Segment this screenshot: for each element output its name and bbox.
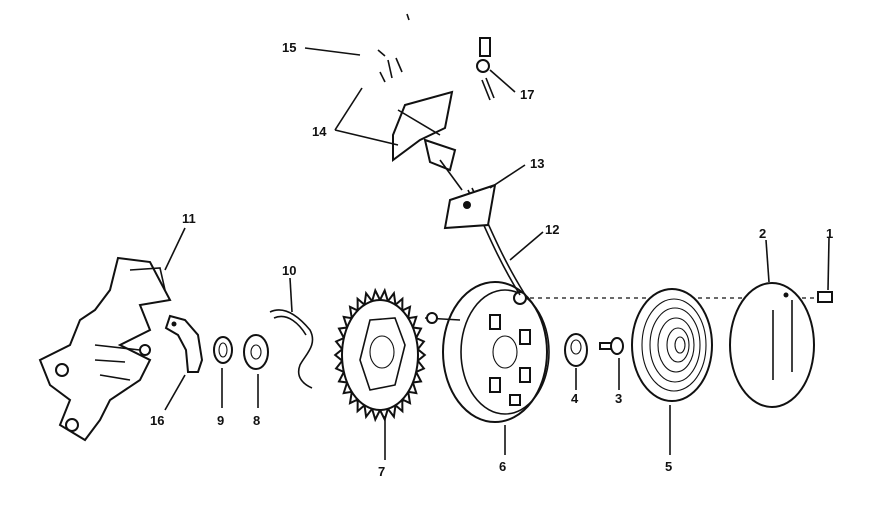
label-1: 1 <box>826 226 833 241</box>
label-11: 11 <box>182 211 196 226</box>
part-15-pins <box>377 13 410 83</box>
part-17-bolt <box>476 37 495 101</box>
part-9-clip <box>213 336 233 364</box>
part-11-bracket <box>38 256 172 442</box>
label-14: 14 <box>312 124 327 139</box>
part-2-cover <box>729 282 815 408</box>
label-5: 5 <box>665 459 672 474</box>
label-4: 4 <box>571 391 579 406</box>
label-13: 13 <box>530 156 544 171</box>
label-17: 17 <box>520 87 534 102</box>
label-2: 2 <box>759 226 766 241</box>
part-1-nut <box>817 291 833 303</box>
label-12: 12 <box>545 222 559 237</box>
label-3: 3 <box>615 391 622 406</box>
label-6: 6 <box>499 459 506 474</box>
part-16-pawl <box>164 314 204 373</box>
part-8-washer <box>243 334 269 370</box>
part-10-spring-wire <box>269 309 314 389</box>
label-8: 8 <box>253 413 260 428</box>
part-6-pulley <box>424 281 550 423</box>
part-13-rope-guide <box>443 183 497 230</box>
part-3-screw <box>599 337 624 355</box>
part-labels: 1 2 3 4 5 6 7 8 9 10 11 12 13 14 15 16 1… <box>150 40 833 479</box>
part-14-handle <box>392 90 463 191</box>
part-4-bushing <box>564 333 588 367</box>
leader-lines <box>164 47 830 460</box>
label-10: 10 <box>282 263 296 278</box>
label-15: 15 <box>282 40 296 55</box>
part-5-spring-housing <box>631 288 713 402</box>
label-7: 7 <box>378 464 385 479</box>
label-9: 9 <box>217 413 224 428</box>
part-7-gear <box>333 287 427 423</box>
label-16: 16 <box>150 413 164 428</box>
